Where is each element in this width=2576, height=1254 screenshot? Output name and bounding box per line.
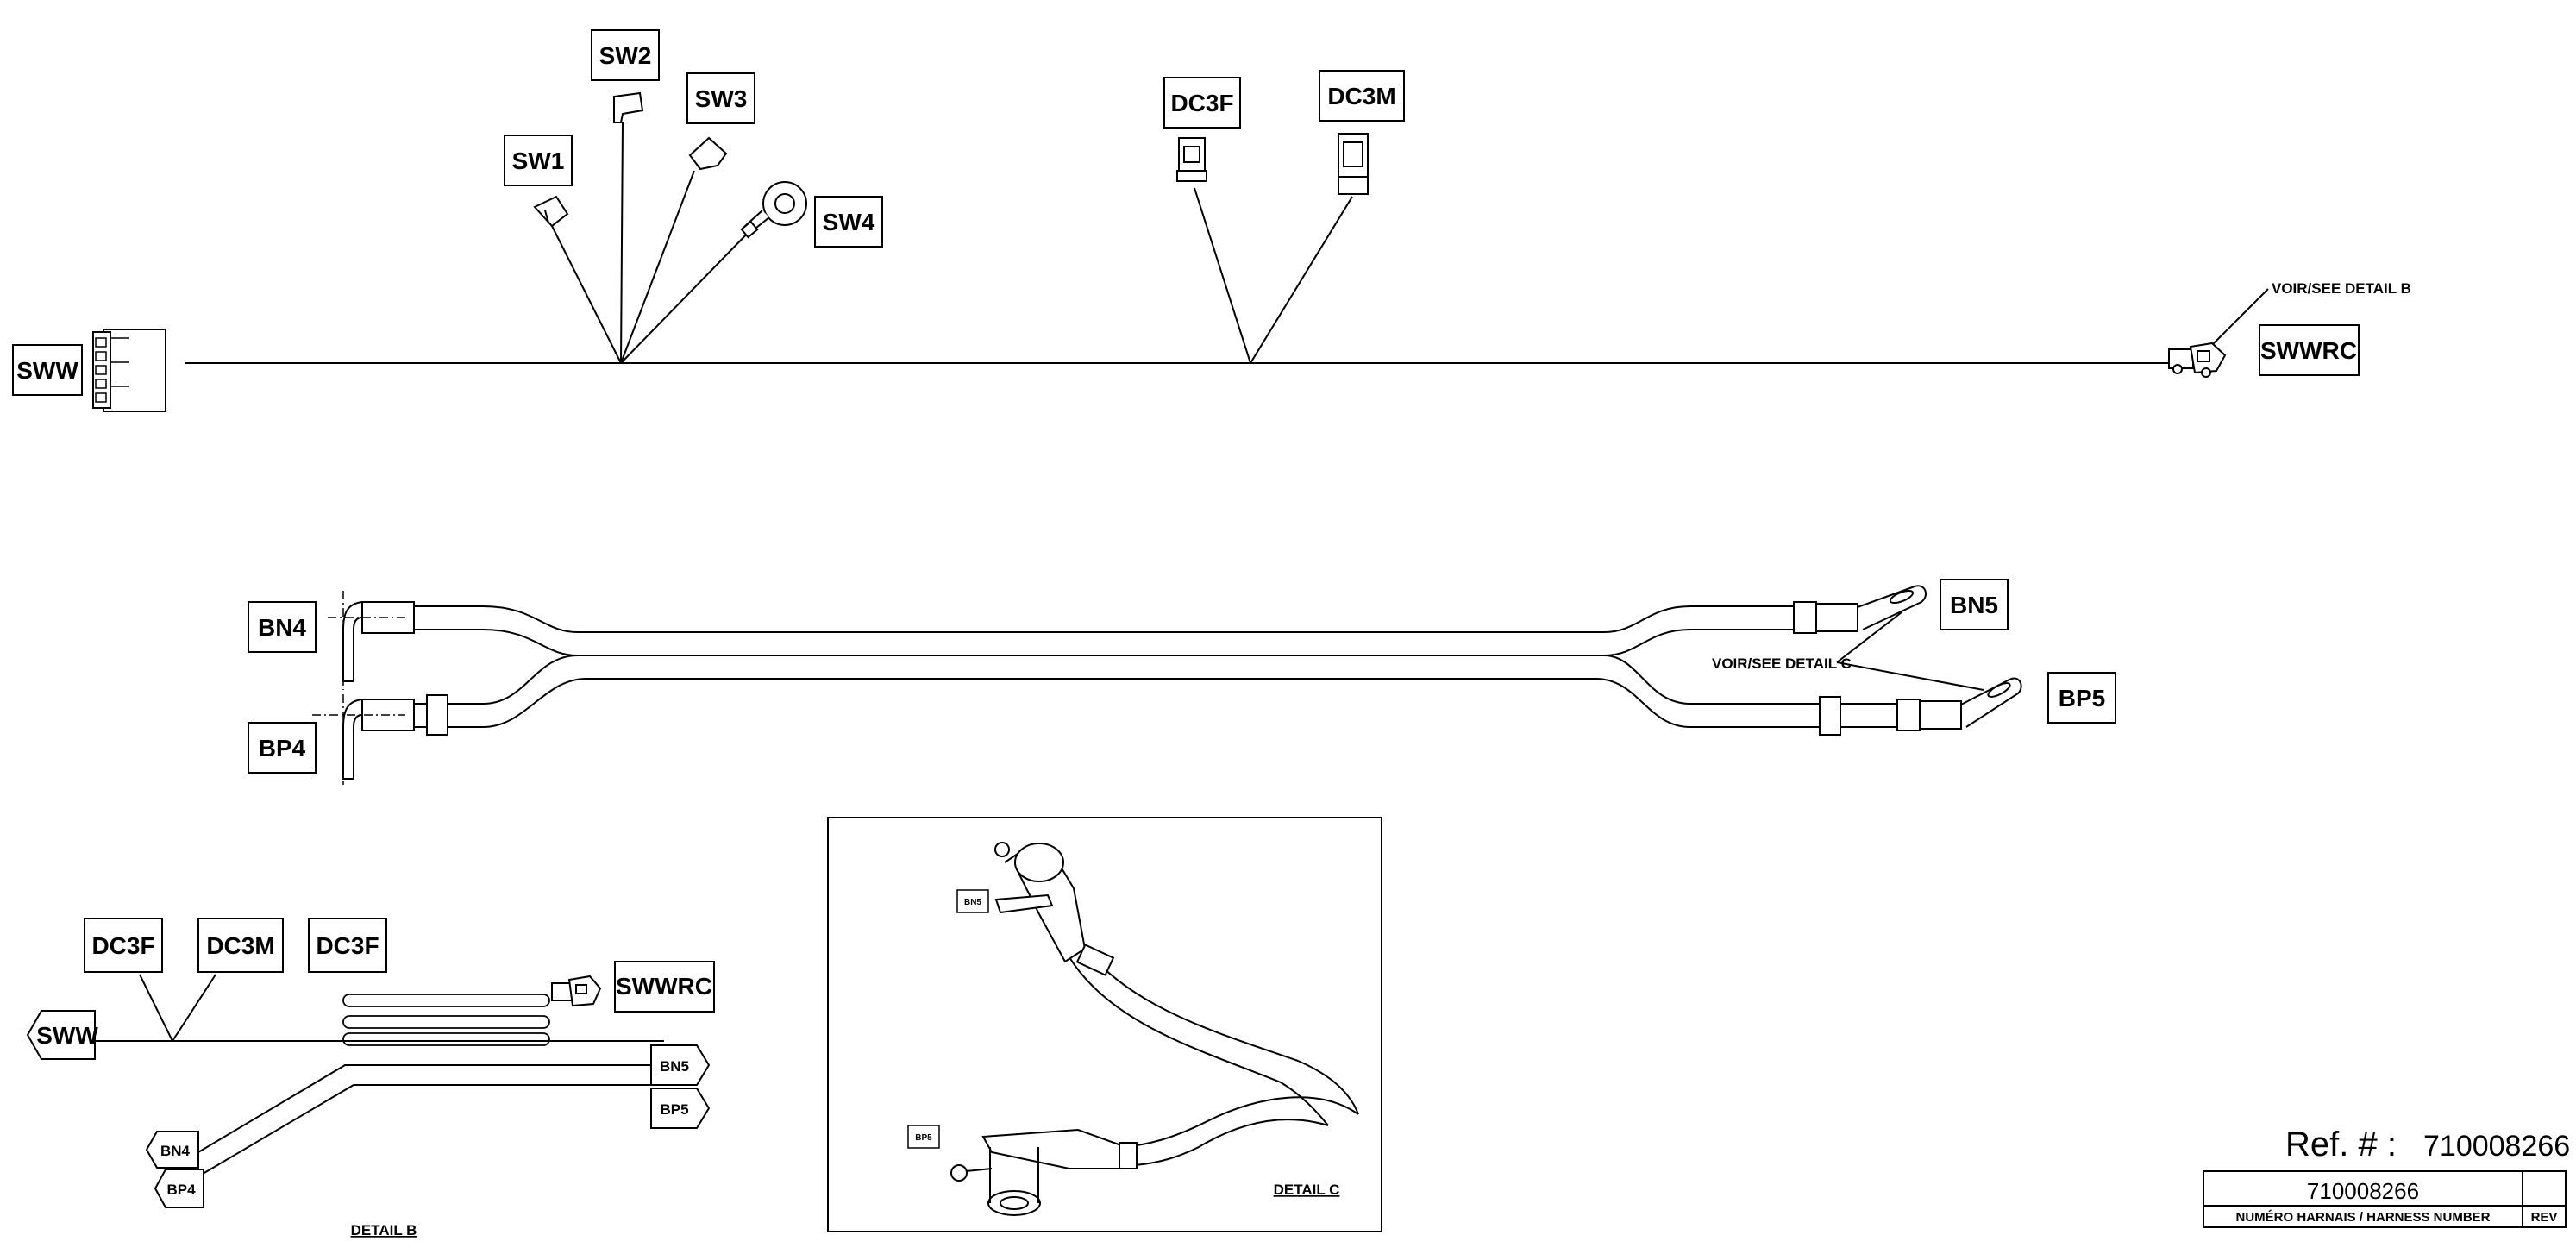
detail-b-dc3f-2-label: DC3F [308,918,387,973]
svg-text:BN4: BN4 [258,614,306,641]
sw4-ring-terminal-drawing [740,181,807,239]
rev-label: REV [2531,1210,2558,1225]
svg-text:DC3M: DC3M [1327,83,1395,110]
detail-b-bp4-tag: BP4 [154,1169,204,1208]
svg-text:BN5: BN5 [660,1058,689,1075]
detail-b-bp5-tag: BP5 [650,1088,711,1129]
svg-text:BN5: BN5 [964,898,981,907]
bp5-label: BP5 [2047,672,2116,724]
svg-text:SWW: SWW [16,357,78,384]
svg-text:SW1: SW1 [512,147,565,174]
ref-number: 710008266 [2423,1130,2570,1163]
sw3-terminal-drawing [688,136,728,171]
svg-text:BP5: BP5 [2059,685,2105,712]
detail-b [95,974,664,1177]
sww-connector-drawing [92,329,166,412]
svg-text:SW4: SW4 [823,209,875,235]
battery-cables [312,585,2022,785]
harness-number: 710008266 [2307,1178,2419,1204]
svg-text:SW3: SW3 [695,85,748,112]
dc3m-connector-drawing [1338,133,1369,195]
dc3f-label: DC3F [1163,77,1241,129]
detail-b-dc3f-1-label: DC3F [84,918,163,973]
svg-text:DC3F: DC3F [316,932,379,959]
svg-text:DC3M: DC3M [206,932,274,959]
title-block: Ref. # : 710008266 710008266 NUMÉRO HARN… [2203,1125,2570,1228]
ref-label: Ref. # : [2285,1125,2397,1163]
svg-text:BP5: BP5 [915,1133,932,1143]
svg-text:DC3F: DC3F [1170,90,1233,116]
dc3f-connector-drawing [1176,137,1207,182]
sww-label: SWW [12,344,83,396]
dc3m-label: DC3M [1319,70,1405,122]
detail-b-bn5-tag: BN5 [650,1044,711,1086]
detail-b-dc3m-label: DC3M [197,918,284,973]
swwrc-label: SWWRC [2259,324,2360,376]
sw2-terminal-drawing [613,91,644,123]
detail-b-sww-tag: SWW [26,1010,98,1060]
sw3-label: SW3 [686,72,755,124]
bn4-label: BN4 [248,601,317,653]
svg-text:SWWRC: SWWRC [616,973,712,1000]
svg-text:BN5: BN5 [1950,592,1998,618]
svg-text:BP5: BP5 [660,1101,688,1118]
svg-text:SW2: SW2 [599,42,652,69]
svg-text:SWW: SWW [36,1022,98,1049]
svg-text:BN4: BN4 [160,1143,191,1159]
sw1-terminal-drawing [533,195,569,228]
bn5-label: BN5 [1940,579,2009,630]
svg-text:SWWRC: SWWRC [2260,337,2357,364]
main-harness [185,122,2269,364]
harness-number-label: NUMÉRO HARNAIS / HARNESS NUMBER [2235,1210,2490,1225]
see-detail-c-note: VOIR/SEE DETAIL C [1712,655,1852,672]
sw2-label: SW2 [591,29,660,81]
sw1-label: SW1 [504,135,573,186]
detail-b-bn4-tag: BN4 [145,1131,199,1169]
detail-b-swwrc-label: SWWRC [614,961,715,1013]
see-detail-b-note: VOIR/SEE DETAIL B [2272,280,2411,297]
svg-text:BP4: BP4 [166,1182,196,1198]
detail-c [827,817,1382,1232]
detail-c-bp5-tag: BP5 [907,1125,940,1149]
svg-text:DC3F: DC3F [91,932,154,959]
svg-text:BP4: BP4 [259,735,306,762]
detail-b-caption: DETAIL B [351,1222,417,1238]
swwrc-connector-drawing [2168,342,2227,378]
detail-c-bn5-tag: BN5 [956,889,989,913]
bp4-label: BP4 [248,722,317,774]
detail-c-caption: DETAIL C [1274,1182,1340,1198]
sw4-label: SW4 [814,196,883,248]
